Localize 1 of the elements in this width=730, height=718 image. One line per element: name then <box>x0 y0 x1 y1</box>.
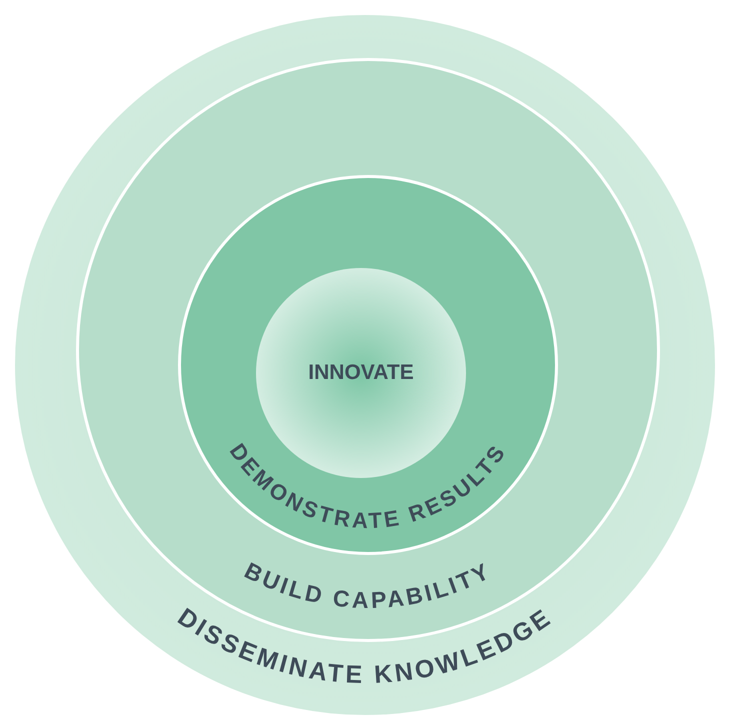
center-label: INNOVATE <box>308 361 414 385</box>
